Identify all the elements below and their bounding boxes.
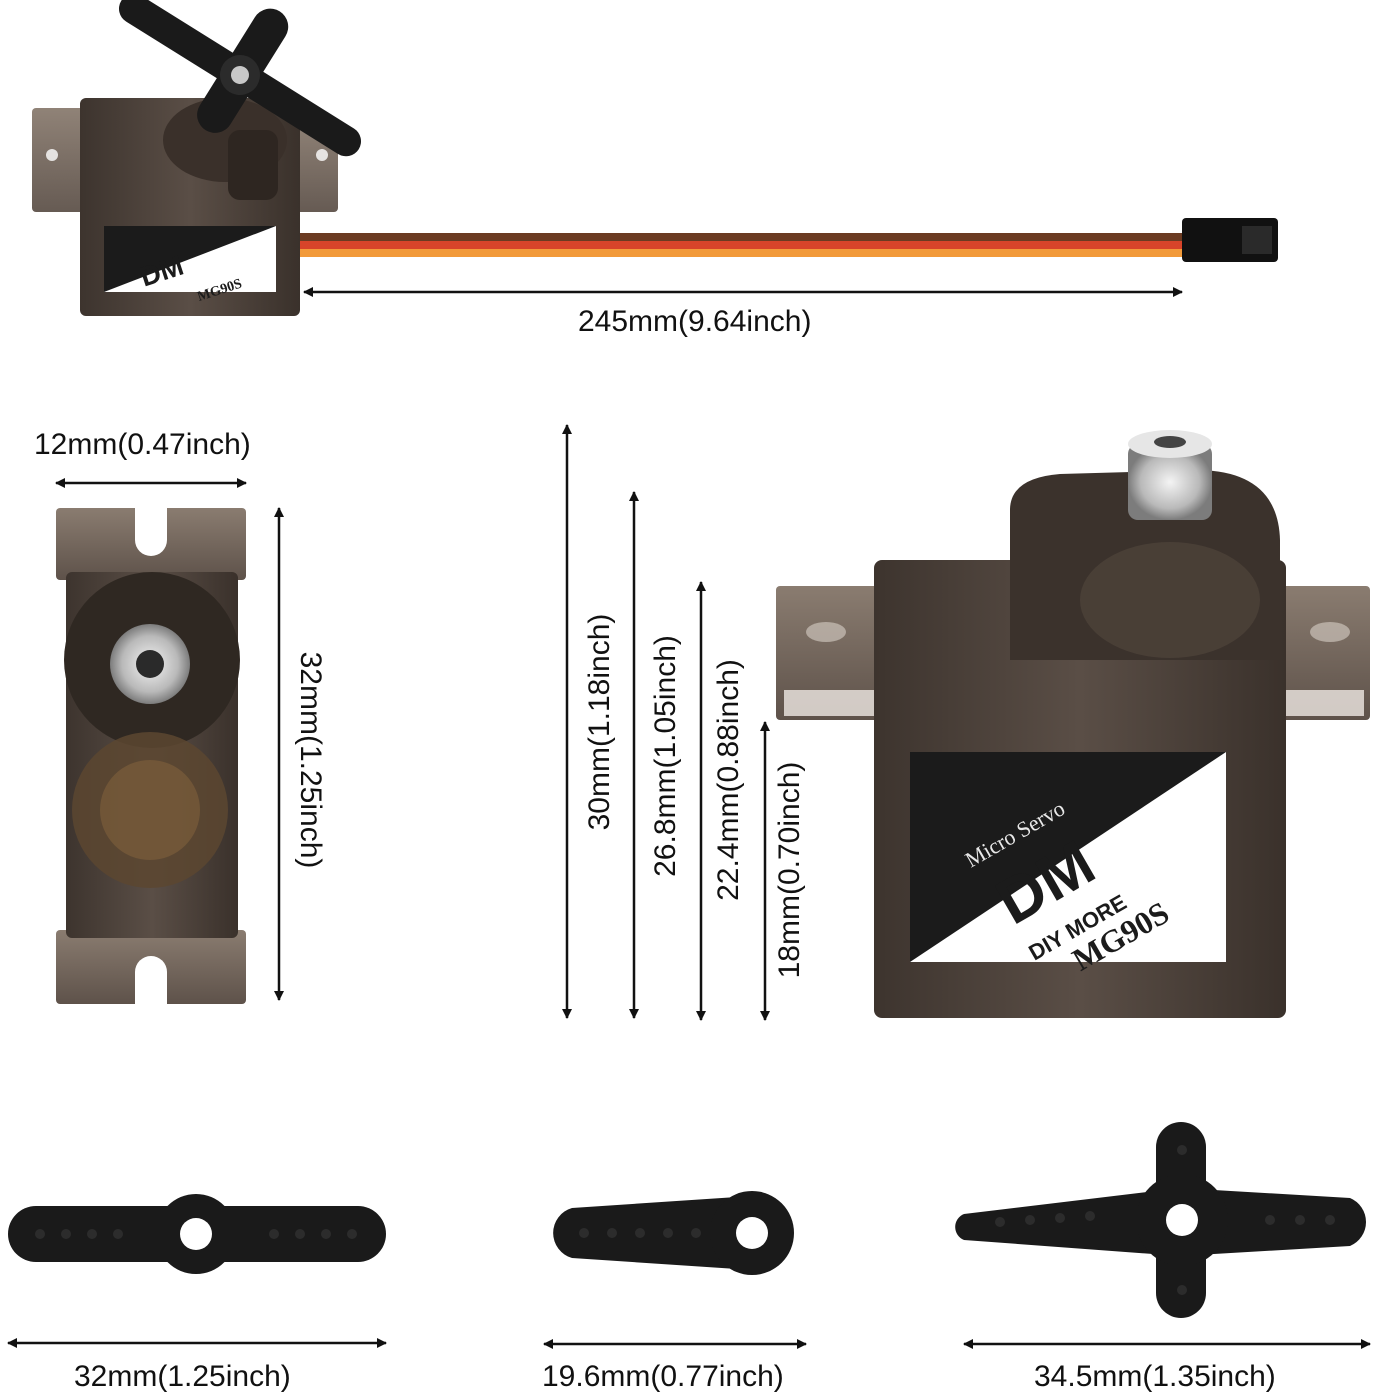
label-body-length: 32mm(1.25inch) (294, 651, 327, 869)
label-body-width: 12mm(0.47inch) (34, 428, 251, 461)
label-horn-cross: 34.5mm(1.35inch) (1034, 1360, 1276, 1393)
servo-side-view: DM MG90S (32, 0, 1278, 316)
label-horn-single: 19.6mm(0.77inch) (542, 1360, 784, 1393)
horn-single-arm (553, 1191, 794, 1275)
horn-cross-arm (955, 1122, 1367, 1318)
label-height-total: 30mm(1.18inch) (583, 613, 616, 831)
label-horn-double: 32mm(1.25inch) (74, 1360, 291, 1393)
cable-wire-orange (300, 249, 1188, 257)
label-cable-length: 245mm(9.64inch) (578, 305, 812, 338)
servo-side-tab-left (32, 108, 84, 212)
servo-front-tab-right (1268, 586, 1370, 720)
servo-top-view (56, 508, 246, 1004)
label-height-tabs: 22.4mm(0.88inch) (712, 659, 745, 901)
label-height-gear: 26.8mm(1.05inch) (649, 635, 682, 877)
servo-side-horn (118, 0, 362, 157)
servo-front-tab-left (776, 586, 882, 720)
servo-front-view: Micro Servo DM DIY MORE MG90S (776, 430, 1370, 1018)
label-height-body: 18mm(0.70inch) (773, 761, 806, 979)
servo-front-shaft (1128, 444, 1212, 520)
cable-wire-brown (300, 233, 1188, 241)
cable-wire-red (300, 241, 1188, 249)
horn-double-arm (8, 1194, 386, 1274)
